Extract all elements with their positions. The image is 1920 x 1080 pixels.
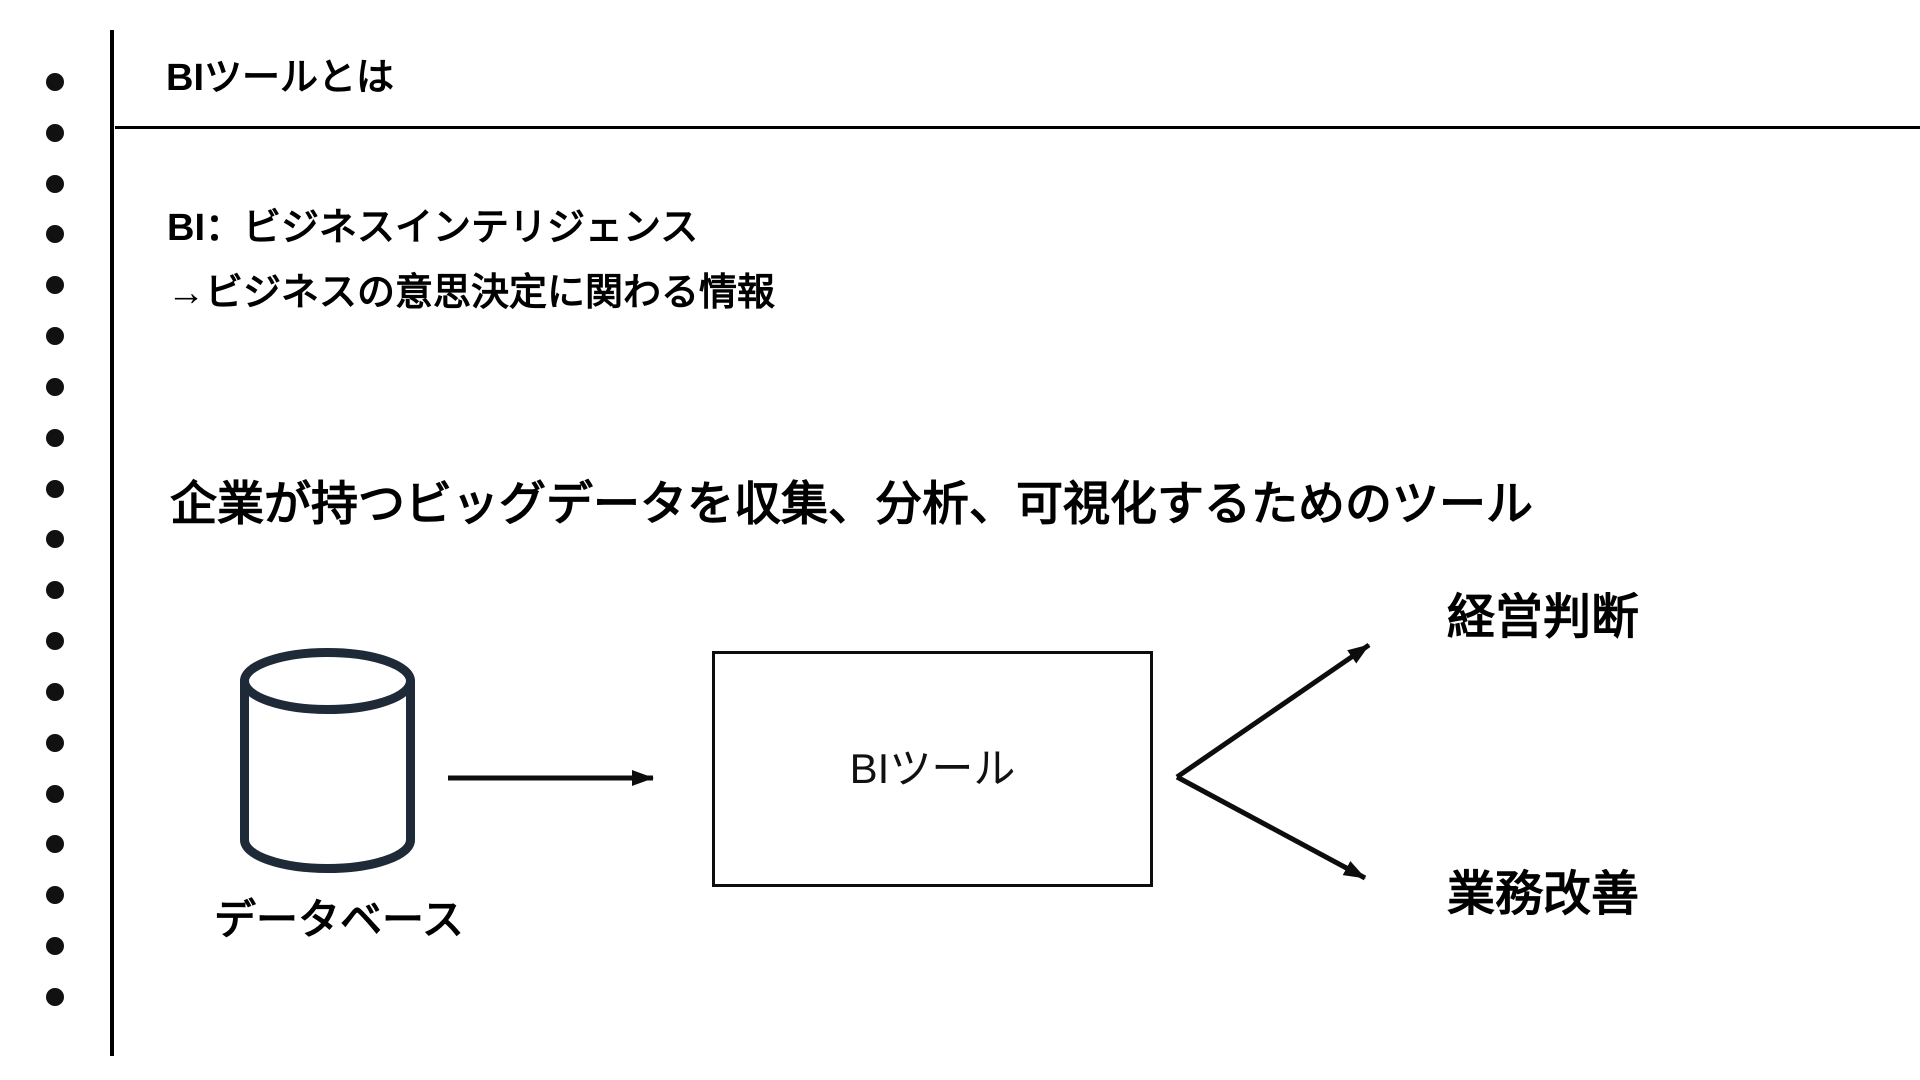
binding-dot	[46, 225, 64, 244]
binding-dot	[46, 123, 64, 142]
bi-tool-box: BIツール	[712, 651, 1153, 887]
binding-dot	[46, 632, 64, 651]
database-icon	[240, 648, 415, 873]
binding-dot	[46, 987, 64, 1006]
binding-dot	[46, 530, 64, 549]
database-icon-top	[240, 648, 415, 714]
margin-vertical-rule	[110, 30, 114, 1056]
output-label-management: 経営判断	[1447, 591, 1640, 644]
flow-arrow-bitool-to-management	[1175, 642, 1371, 780]
binding-dot	[46, 327, 64, 346]
binding-dot	[46, 733, 64, 752]
binding-dot	[46, 581, 64, 600]
binding-dot	[46, 784, 64, 803]
binding-dot	[46, 428, 64, 447]
page-title: BIツールとは	[166, 57, 395, 99]
text-tool-description: 企業が持つビッグデータを収集、分析、可視化するためのツール	[170, 477, 1533, 530]
binding-dot	[46, 937, 64, 956]
title-underline	[115, 126, 1920, 129]
binding-dot	[46, 886, 64, 905]
binding-dot	[46, 73, 64, 91]
output-label-operations: 業務改善	[1447, 868, 1640, 921]
binding-dot	[46, 682, 64, 701]
binding-dot	[46, 174, 64, 193]
database-icon-body	[240, 676, 415, 873]
flow-arrow-bitool-to-operations	[1175, 774, 1367, 881]
binding-dot	[46, 479, 64, 498]
binding-dot	[46, 835, 64, 854]
text-bi-meaning: →ビジネスの意思決定に関わる情報	[167, 272, 776, 314]
database-label: データベース	[214, 896, 464, 943]
binding-dot	[46, 276, 64, 295]
binding-dot	[46, 377, 64, 396]
bi-tool-box-label: BIツール	[849, 745, 1016, 792]
text-bi-definition: BI：ビジネスインテリジェンス	[167, 207, 699, 249]
